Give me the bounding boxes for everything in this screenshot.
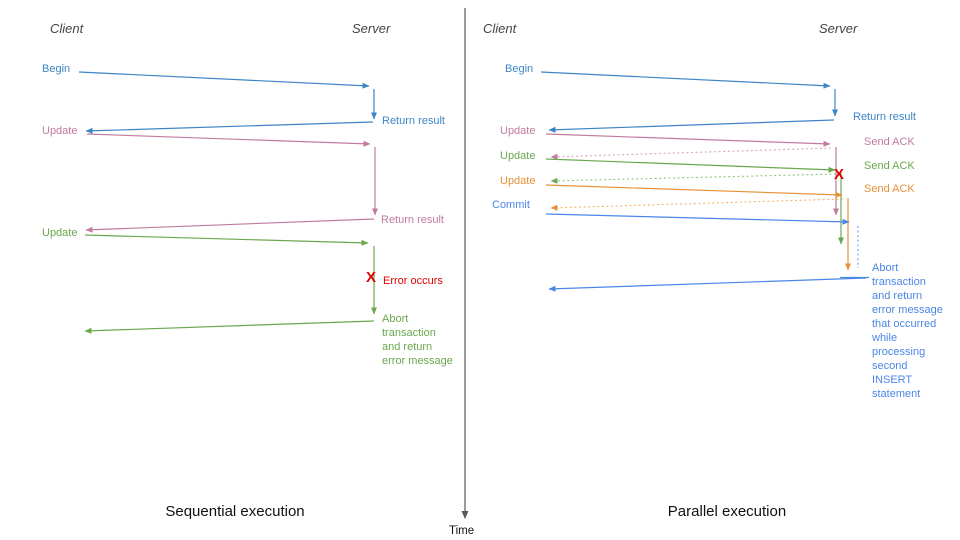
right-panel-title: Parallel execution — [667, 503, 787, 520]
left-update-2-label: Update — [42, 227, 78, 239]
right-server-header: Server — [819, 21, 858, 36]
right-send-ack-2-label: Send ACK — [864, 160, 915, 172]
right-commit-request-arrow — [545, 213, 850, 225]
right-abort-line: Abort — [872, 262, 899, 274]
right-abort-line: INSERT — [872, 374, 913, 386]
right-abort-message: Abort transaction and return error messa… — [872, 261, 943, 401]
right-abort-line: transaction — [872, 276, 926, 288]
left-error-x-icon: X — [366, 269, 377, 286]
right-abort-line: error message — [872, 304, 943, 316]
left-abort-line: transaction — [382, 327, 436, 339]
right-abort-line: processing — [872, 346, 926, 358]
right-abort-line: that occurred — [872, 318, 937, 330]
left-abort-line: and return — [382, 341, 433, 353]
right-abort-line: second — [872, 360, 908, 372]
left-return-result-2-label: Return result — [381, 214, 444, 226]
left-panel-title: Sequential execution — [165, 503, 305, 520]
right-return-result-label: Return result — [853, 111, 916, 123]
right-begin-request-arrow — [540, 71, 831, 89]
left-begin-request-arrow — [78, 71, 370, 89]
right-abort-line: and return — [872, 290, 923, 302]
right-commit-label: Commit — [492, 199, 530, 211]
right-client-header: Client — [483, 21, 517, 36]
right-update3-ack-arrow — [550, 198, 844, 211]
right-begin-label: Begin — [505, 63, 534, 75]
right-abort-return-arrow — [548, 277, 867, 292]
right-update1-ack-arrow — [550, 147, 832, 160]
left-return-result-1-label: Return result — [382, 115, 445, 127]
right-update-2-label: Update — [500, 150, 536, 162]
time-axis-label: Time — [449, 525, 475, 537]
left-begin-label: Begin — [42, 63, 71, 75]
right-begin-return-arrow — [548, 119, 835, 133]
right-update3-request-arrow — [545, 184, 843, 198]
left-update2-request-arrow — [84, 234, 369, 246]
left-error-occurs-label: Error occurs — [383, 275, 443, 287]
left-abort-line: error message — [382, 355, 453, 367]
right-send-ack-1-label: Send ACK — [864, 136, 915, 148]
left-update-1-label: Update — [42, 125, 78, 137]
left-update1-return-arrow — [85, 218, 375, 233]
right-error-x-icon: X — [834, 166, 845, 183]
right-update2-ack-arrow — [550, 173, 837, 184]
left-abort-line: Abort — [382, 313, 409, 325]
left-abort-message: Abort transaction and return error messa… — [382, 312, 453, 368]
right-update-1-label: Update — [500, 125, 536, 137]
left-server-header: Server — [352, 21, 391, 36]
right-abort-line: while — [872, 332, 898, 344]
right-update2-request-arrow — [545, 158, 836, 173]
right-update-3-label: Update — [500, 175, 536, 187]
left-abort-return-arrow — [84, 320, 375, 334]
right-abort-line: statement — [872, 388, 921, 400]
left-update1-request-arrow — [86, 133, 371, 147]
right-send-ack-3-label: Send ACK — [864, 183, 915, 195]
left-begin-return-arrow — [85, 121, 374, 134]
right-update1-request-arrow — [545, 133, 831, 147]
left-client-header: Client — [50, 21, 84, 36]
